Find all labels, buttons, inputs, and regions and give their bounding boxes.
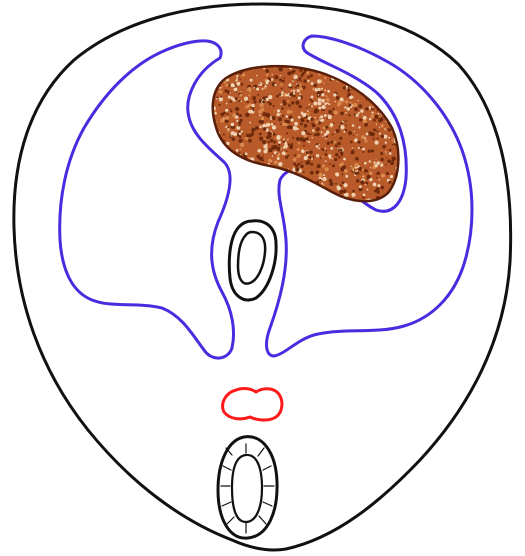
trachea-icon [229,221,276,300]
spinal-cord-icon [223,389,282,421]
vertebral-body-icon [218,437,277,538]
heart-icon [203,58,407,211]
right-lung-contour-icon [60,41,234,358]
